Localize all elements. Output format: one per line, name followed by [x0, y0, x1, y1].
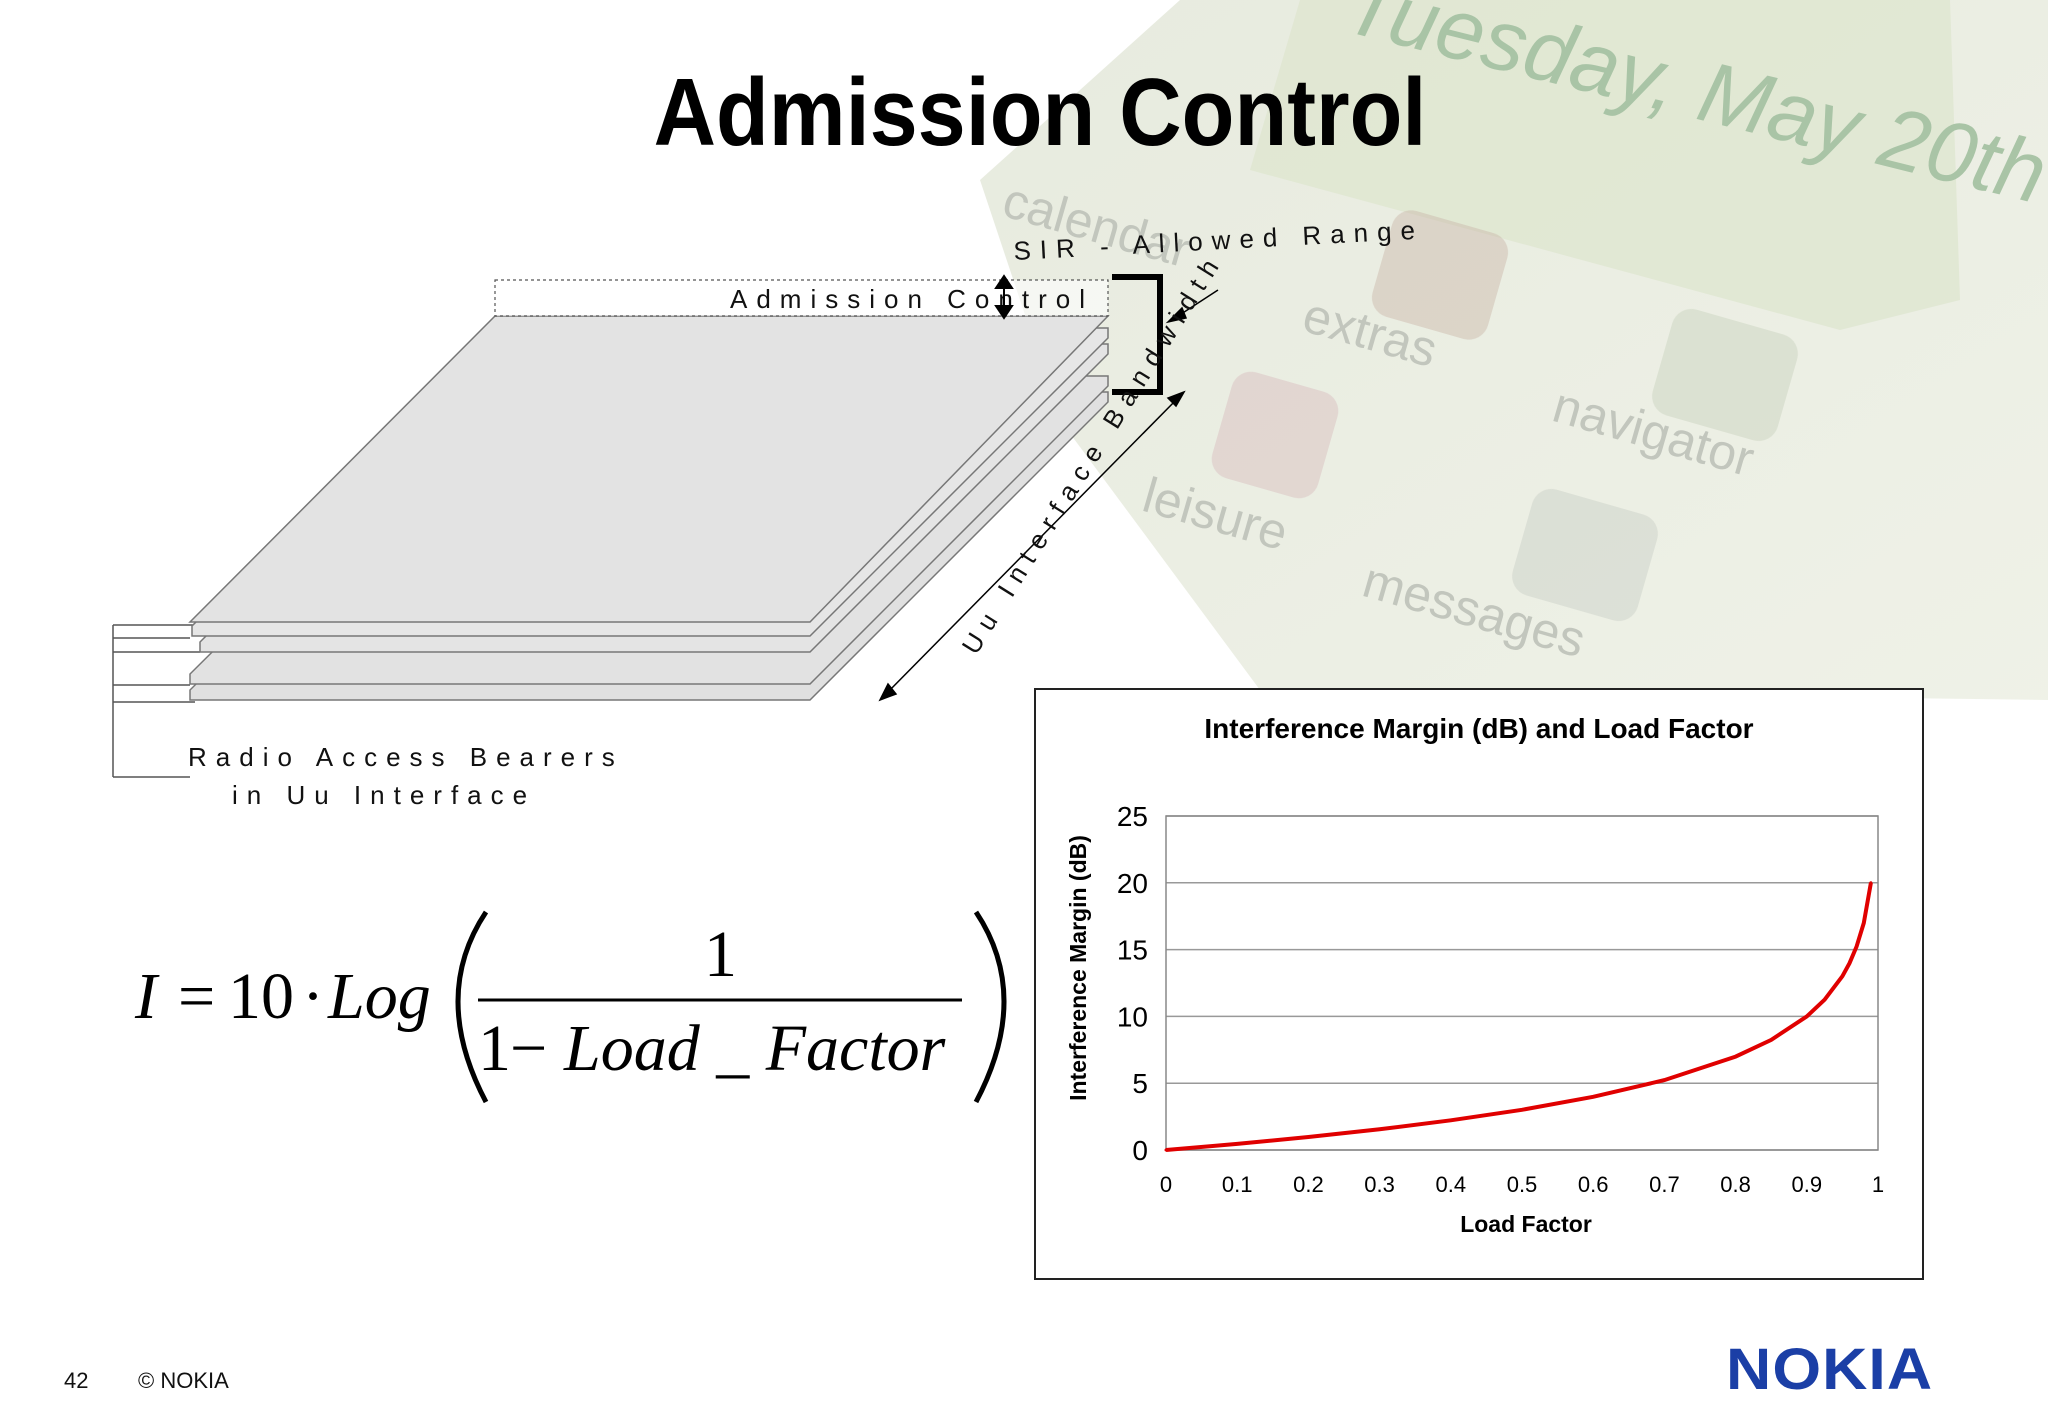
formula-coefficient: 10 [228, 960, 294, 1033]
data-point [1823, 998, 1827, 1002]
sir-pointer-arrow-icon [1165, 289, 1219, 324]
data-point [1805, 1014, 1809, 1018]
y-tick-label: 20 [1117, 868, 1148, 899]
chart-gridlines [1166, 815, 1878, 1151]
formula-lhs: I [134, 960, 160, 1033]
plot-area [1165, 815, 1879, 1151]
admission-control-label: Admission Control [730, 284, 1094, 314]
x-tick-label: 0 [1160, 1172, 1172, 1197]
formula-numerator: 1 [704, 918, 737, 991]
page-number: 42 [64, 1368, 89, 1393]
data-point [1855, 945, 1859, 949]
chart-title: Interference Margin (dB) and Load Factor [1204, 713, 1753, 744]
interference-chart: Interference Margin (dB) and Load Factor… [1065, 713, 1884, 1237]
x-tick-label: 0.9 [1792, 1172, 1823, 1197]
x-tick-label: 1 [1872, 1172, 1884, 1197]
x-tick-label: 0.3 [1364, 1172, 1395, 1197]
formula-dot: · [302, 960, 324, 1033]
x-tick-label: 0.1 [1222, 1172, 1253, 1197]
y-axis-label: Interference Margin (dB) [1065, 835, 1091, 1101]
x-tick-label: 0.8 [1720, 1172, 1751, 1197]
data-point [1869, 881, 1873, 885]
bandwidth-arrow-icon [878, 390, 1186, 702]
phone-app-icon [1211, 210, 1798, 622]
formula-denominator-var: Load _ Factor [563, 1012, 946, 1085]
copyright-text: © NOKIA [138, 1368, 229, 1393]
x-tick-labels: 0 0.1 0.2 0.3 0.4 0.5 0.6 0.7 0.8 0.9 1 [1160, 1172, 1884, 1197]
double-arrow-icon [994, 274, 1014, 320]
formula-log: Log [327, 960, 431, 1033]
data-point [1449, 1118, 1453, 1122]
x-tick-label: 0.6 [1578, 1172, 1609, 1197]
data-point [1520, 1108, 1524, 1112]
x-tick-label: 0.2 [1293, 1172, 1324, 1197]
data-point [1591, 1095, 1595, 1099]
x-axis-label: Load Factor [1460, 1211, 1592, 1237]
data-point [1235, 1142, 1239, 1146]
y-tick-label: 25 [1117, 801, 1148, 832]
x-tick-label: 0.5 [1507, 1172, 1538, 1197]
formula-denominator-one: 1 [478, 1012, 511, 1085]
y-tick-label: 5 [1132, 1068, 1148, 1099]
chart-panel: Interference Margin (dB) and Load Factor… [1034, 688, 1924, 1280]
y-tick-label: 0 [1132, 1135, 1148, 1166]
data-point [1848, 961, 1852, 965]
data-point [1378, 1127, 1382, 1131]
sir-range-bracket [1112, 274, 1163, 395]
y-tick-label: 10 [1117, 1001, 1148, 1032]
y-tick-labels: 0 5 10 15 20 25 [1117, 801, 1148, 1166]
nokia-logo: NOKIA [1726, 1337, 1934, 1402]
data-point [1662, 1078, 1666, 1082]
radio-access-bearers-label: Radio Access Bearers [188, 742, 624, 772]
data-point [1734, 1055, 1738, 1059]
data-point [1840, 974, 1844, 978]
data-points [1164, 881, 1873, 1152]
data-point [1164, 1148, 1168, 1152]
layer-edge-lines [112, 624, 200, 778]
y-tick-label: 15 [1117, 935, 1148, 966]
data-point [1769, 1038, 1773, 1042]
x-tick-label: 0.7 [1649, 1172, 1680, 1197]
slide-title: Admission Control [653, 59, 1427, 166]
data-point [1306, 1135, 1310, 1139]
data-point [1862, 921, 1866, 925]
formula-minus: − [510, 1012, 547, 1085]
formula-equals: = [178, 960, 215, 1033]
uu-interface-label: in Uu Interface [232, 780, 536, 810]
left-paren [455, 910, 489, 1104]
x-tick-label: 0.4 [1436, 1172, 1467, 1197]
right-paren [973, 910, 1007, 1104]
